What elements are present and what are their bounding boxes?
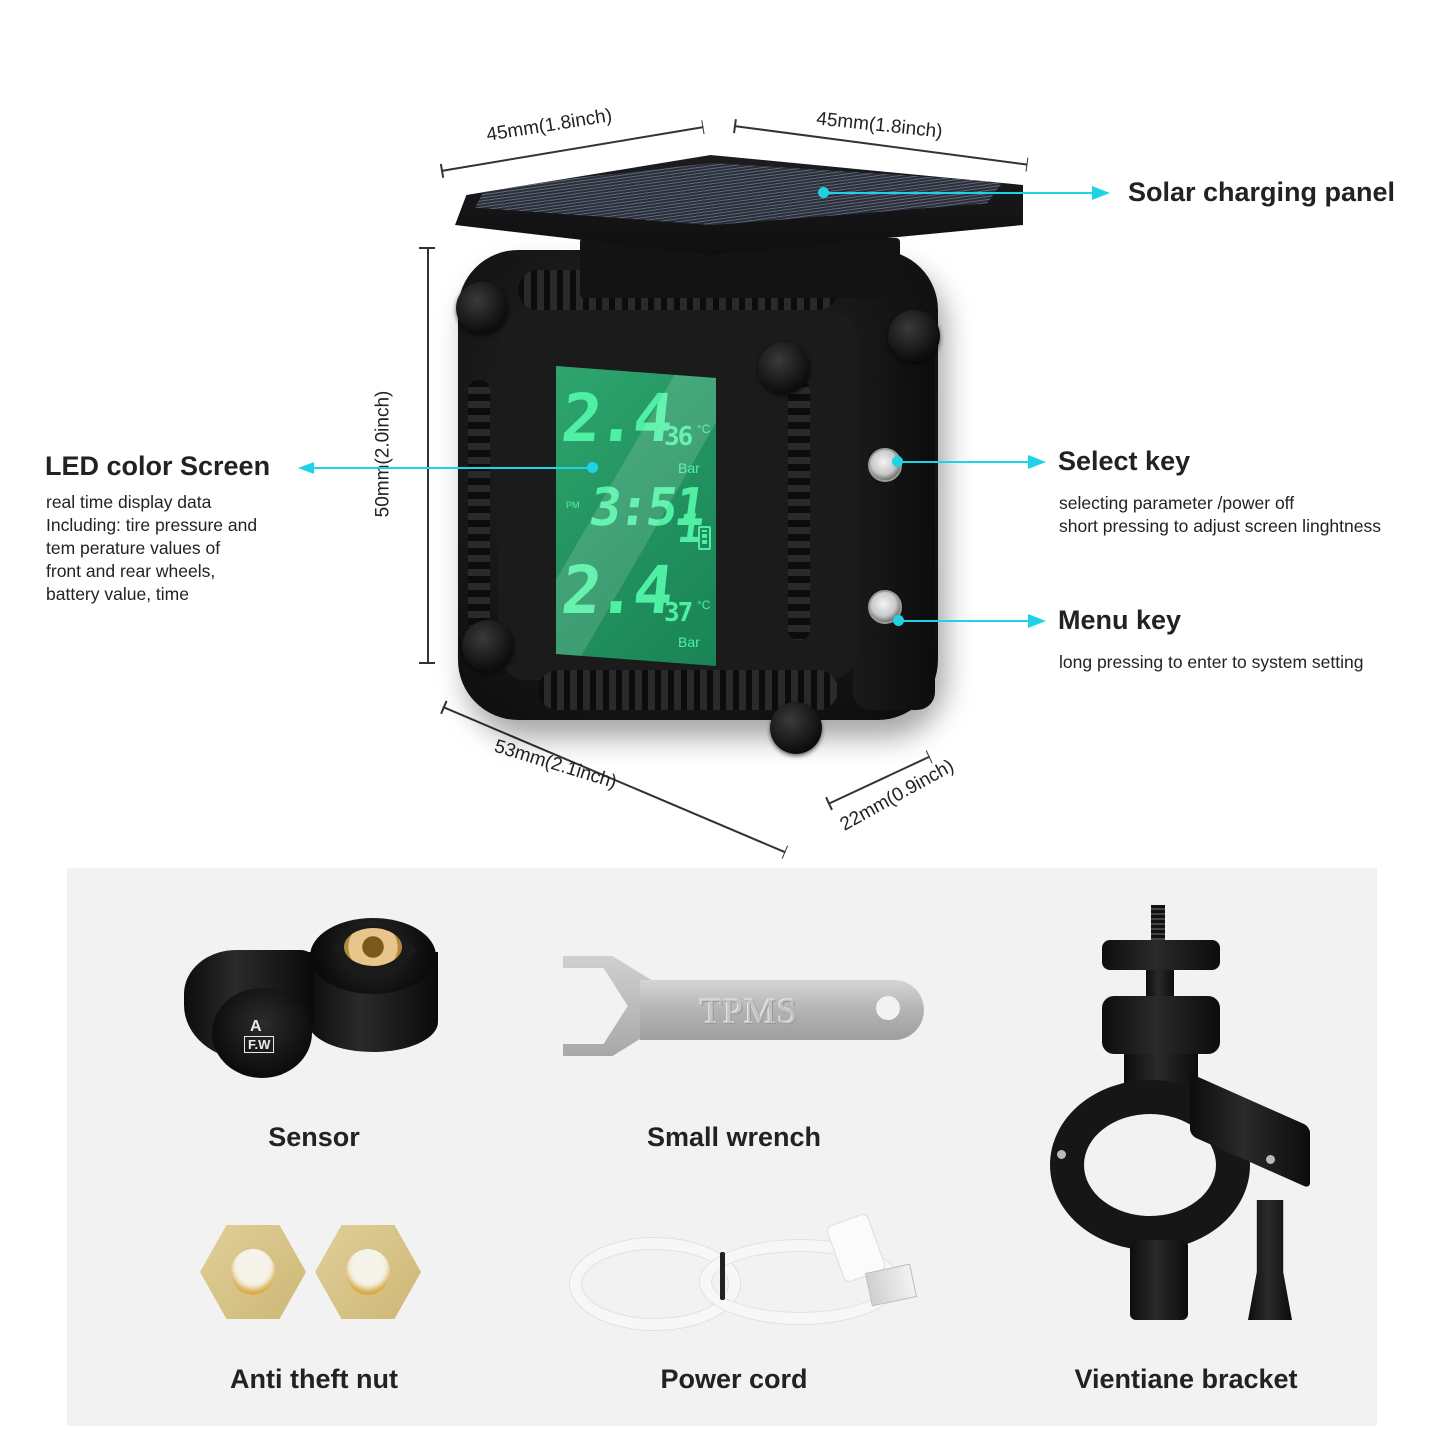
wrench-hole [876,996,900,1020]
corner-knob-bottom-right [770,702,822,754]
sensor-left-face [212,988,312,1078]
solar-callout-line [824,192,1096,194]
side-block [853,330,935,710]
dimension-line-height [427,247,429,663]
dimension-height: 50mm(2.0inch) [372,390,394,518]
front-tire-pressure: 2.4 [557,380,674,457]
led-screen-desc-4: front and rear wheels, [46,561,216,581]
rear-tire-temp: 37 [664,598,693,628]
wrench-engraving: TPMS [700,991,799,1031]
dimension-tick-height-bottom [419,662,435,664]
dimension-bottom-width: 53mm(2.1inch) [491,735,620,794]
corner-knob-right-top [888,310,940,362]
battery-icon [698,526,711,550]
menu-callout-arrow-icon [1028,614,1046,628]
left-ribs [468,380,490,630]
solar-panel-title: Solar charging panel [1128,177,1396,207]
bracket-bottom-knob [1130,1240,1188,1320]
bracket-pin-right [1266,1155,1275,1164]
rear-pressure-unit: Bar [678,634,700,650]
solar-callout-dot [818,187,829,198]
corner-knob-top-left [456,282,508,334]
select-key-desc-2: short pressing to adjust screen linghtne… [1059,516,1381,536]
bracket-pin-left [1057,1150,1066,1159]
bracket-screw [1151,905,1165,945]
dimension-tick-height-top [419,247,435,249]
led-screen-title: LED color Screen [45,451,271,481]
select-callout-dot [892,456,903,467]
time-period: PM [566,500,580,510]
screen-callout-dot [587,462,598,473]
lcd-screen: 2.4 36 °C Bar PM 3:51 1 2.4 37 °C Bar [556,366,716,666]
bracket-neck [1146,970,1174,1000]
dimension-depth: 22mm(0.9inch) [836,755,958,836]
dimension-top-left: 45mm(1.8inch) [485,105,614,146]
led-screen-desc-1: real time display data [46,492,212,512]
corner-knob-bottom-left [462,620,514,672]
menu-callout-line [899,620,1033,622]
solar-cells [475,163,1003,225]
select-key-desc-1: selecting parameter /power off [1059,493,1295,513]
led-screen-desc-3: tem perature values of [46,538,221,558]
cable-tie [720,1252,725,1300]
rear-temp-unit: °C [697,598,711,612]
front-tire-temp: 36 [664,422,693,452]
screen-callout-arrow-icon [298,462,314,474]
sensor-letter: A [250,1018,262,1035]
select-callout-arrow-icon [1028,455,1046,469]
right-ribs [788,380,810,640]
screen-callout-line [310,467,592,469]
solar-callout-arrow-icon [1092,186,1110,200]
solar-charging-panel [455,155,1023,255]
front-temp-unit: °C [697,422,711,436]
bracket-mid-knob [1102,996,1220,1054]
small-wrench-label: Small wrench [646,1122,822,1152]
power-cord-label: Power cord [660,1364,808,1394]
sensor-label: Sensor [268,1122,360,1152]
corner-knob-top-right [758,342,810,394]
nut-hole [346,1249,390,1295]
select-callout-line [898,461,1033,463]
led-screen-desc-5: battery value, time [46,584,189,604]
sensor-brass-valve [344,928,402,966]
menu-key-title: Menu key [1058,605,1182,635]
bracket-top-knob [1102,940,1220,970]
anti-theft-nut-label: Anti theft nut [230,1364,398,1394]
menu-key-desc-1: long pressing to enter to system setting [1059,652,1364,672]
vientiane-bracket-label: Vientiane bracket [1074,1364,1298,1394]
select-key-title: Select key [1058,446,1191,476]
sensor-brand: F.W [244,1036,275,1053]
front-pressure-unit: Bar [678,460,700,476]
led-screen-desc-2: Including: tire pressure and [46,515,258,535]
menu-callout-dot [893,615,904,626]
rear-tire-pressure: 2.4 [557,552,674,629]
nut-hole [231,1249,275,1295]
